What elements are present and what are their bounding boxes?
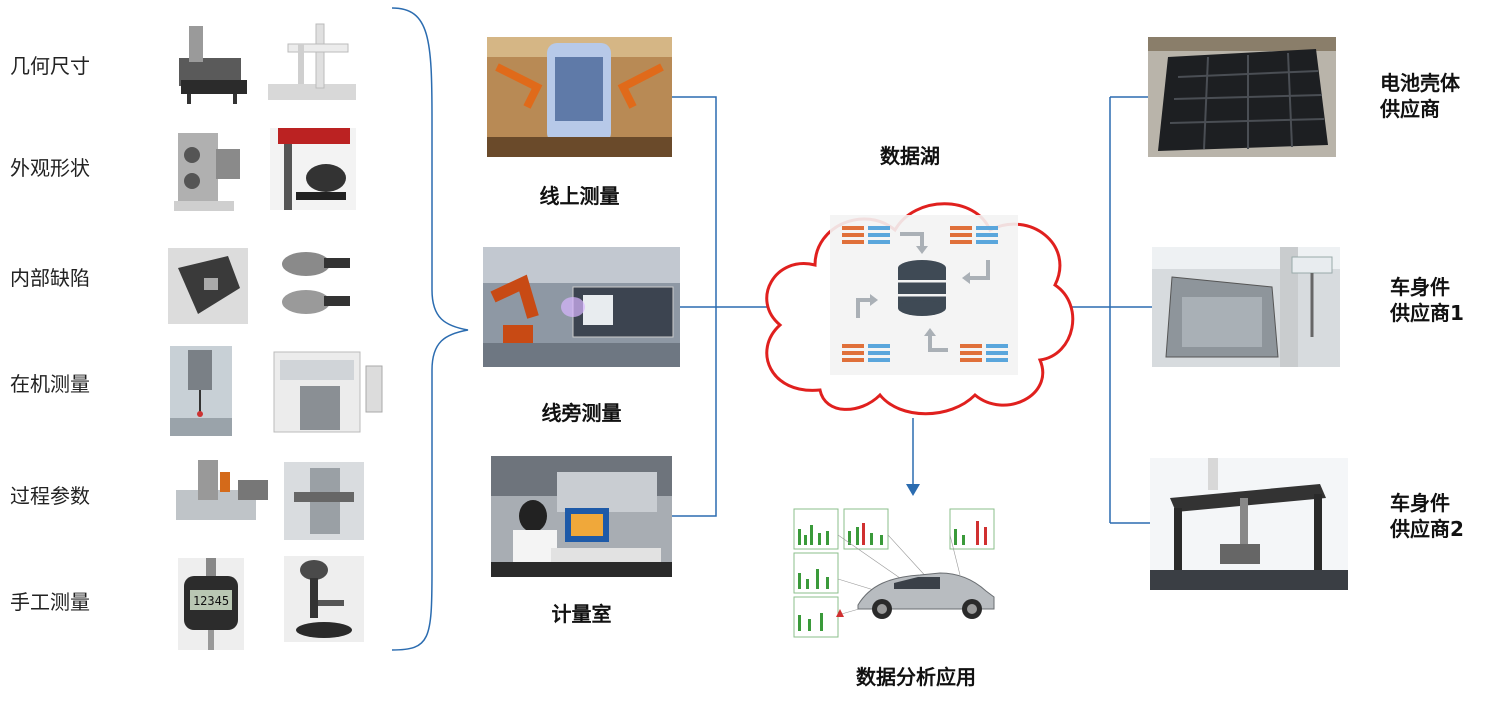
gauge-readout: 12345 (193, 594, 229, 608)
body-supplier1-label: 车身件 供应商1 (1390, 275, 1464, 325)
grouping-brace (391, 7, 469, 651)
nearline-measurement-photo (483, 247, 680, 367)
surface-inspection-image (270, 128, 356, 210)
3d-scanner-image (168, 125, 248, 217)
digital-indicator-image: 12345 (178, 558, 244, 650)
analytics-dashboard-image (790, 505, 1008, 657)
category-label-on-machine: 在机测量 (10, 372, 90, 396)
data-lake-title: 数据湖 (880, 144, 940, 168)
data-table-icon-tr (950, 226, 998, 244)
lab-connector (672, 307, 717, 517)
machining-center-image (270, 346, 390, 440)
battery-supplier-label: 电池壳体 供应商 (1380, 71, 1460, 121)
metrology-lab-photo (491, 456, 672, 577)
body-part-supplier2-photo (1150, 458, 1348, 590)
battery-housing-photo (1148, 37, 1336, 157)
flow-arrow-in-icon (900, 232, 924, 248)
ct-slice-image (276, 246, 354, 326)
bridge-cmm-image (258, 14, 364, 108)
flow-arrow-up-icon (928, 334, 948, 352)
nearline-measurement-caption: 线旁测量 (541, 401, 622, 425)
flow-arrow-left-icon (856, 298, 872, 318)
analytics-arrow-head (906, 484, 920, 496)
inline-measurement-photo (487, 37, 672, 157)
category-label-process-params: 过程参数 (10, 484, 90, 508)
flow-arrow-right-icon (968, 260, 990, 280)
process-sensor-image (284, 462, 364, 540)
fixture-sensor-image (168, 450, 274, 538)
body-supplier2-label: 车身件 供应商2 (1390, 491, 1464, 541)
ct-scan-part-image (168, 248, 248, 324)
category-label-internal-defect: 内部缺陷 (10, 266, 90, 290)
analytics-caption: 数据分析应用 (856, 665, 976, 689)
lab-caption: 计量室 (551, 602, 612, 626)
database-icon (898, 260, 946, 316)
inline-connector (672, 96, 717, 307)
body-part-supplier1-photo (1152, 247, 1340, 367)
machine-probe-image (170, 346, 232, 436)
inline-measurement-caption: 线上测量 (539, 184, 620, 208)
data-table-icon-tl (842, 226, 890, 244)
category-label-manual: 手工测量 (10, 590, 90, 614)
optical-cmm-image (167, 20, 252, 106)
data-table-icon-bl (842, 344, 890, 362)
category-label-geometry: 几何尺寸 (10, 54, 90, 78)
data-table-icon-br (960, 344, 1008, 362)
dial-gauge-stand-image (284, 556, 364, 642)
category-label-appearance: 外观形状 (10, 156, 90, 180)
data-lake-cloud (765, 202, 1075, 416)
